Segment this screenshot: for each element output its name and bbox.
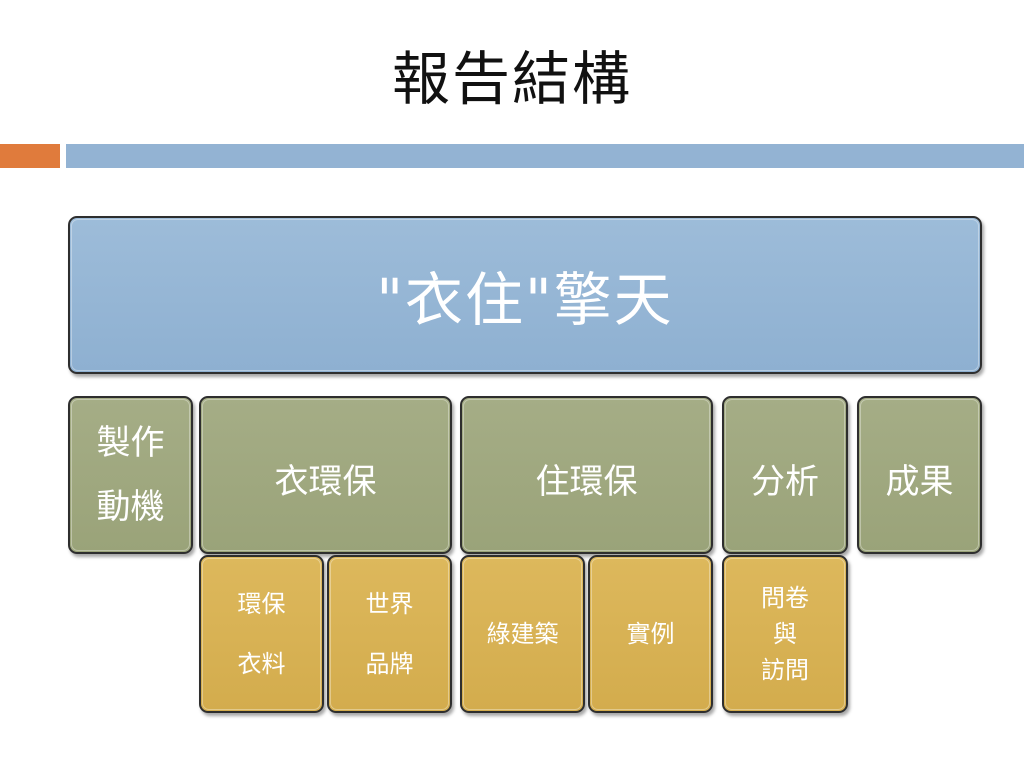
node-cloth-label: 衣環保 xyxy=(274,462,377,502)
node-analysis-label: 分析 xyxy=(751,462,819,502)
node-case-label: 實例 xyxy=(626,620,675,648)
root-node: "衣住"擎天 xyxy=(68,216,982,374)
node-world-brand-label: 世界 品牌 xyxy=(365,590,414,678)
node-house-label: 住環保 xyxy=(535,462,638,502)
node-cloth: 衣環保 xyxy=(199,396,452,554)
accent-bar-blue xyxy=(66,144,1024,168)
root-node-label: "衣住"擎天 xyxy=(376,266,674,334)
node-motive-label: 製作 動機 xyxy=(96,423,165,527)
node-analysis: 分析 xyxy=(722,396,848,554)
node-result: 成果 xyxy=(857,396,982,554)
node-green-building-label: 綠建築 xyxy=(486,620,559,648)
node-motive: 製作 動機 xyxy=(68,396,193,554)
node-house: 住環保 xyxy=(460,396,713,554)
node-world-brand: 世界 品牌 xyxy=(327,555,452,713)
node-result-label: 成果 xyxy=(885,462,954,502)
node-case: 實例 xyxy=(588,555,713,713)
accent-bar-orange xyxy=(0,144,60,168)
node-survey-label: 問卷 與 訪問 xyxy=(761,584,809,684)
node-survey: 問卷 與 訪問 xyxy=(722,555,848,713)
node-eco-fabric-label: 環保 衣料 xyxy=(237,590,286,678)
slide-title: 報告結構 xyxy=(391,45,632,113)
node-eco-fabric: 環保 衣料 xyxy=(199,555,324,713)
node-green-building: 綠建築 xyxy=(460,555,585,713)
